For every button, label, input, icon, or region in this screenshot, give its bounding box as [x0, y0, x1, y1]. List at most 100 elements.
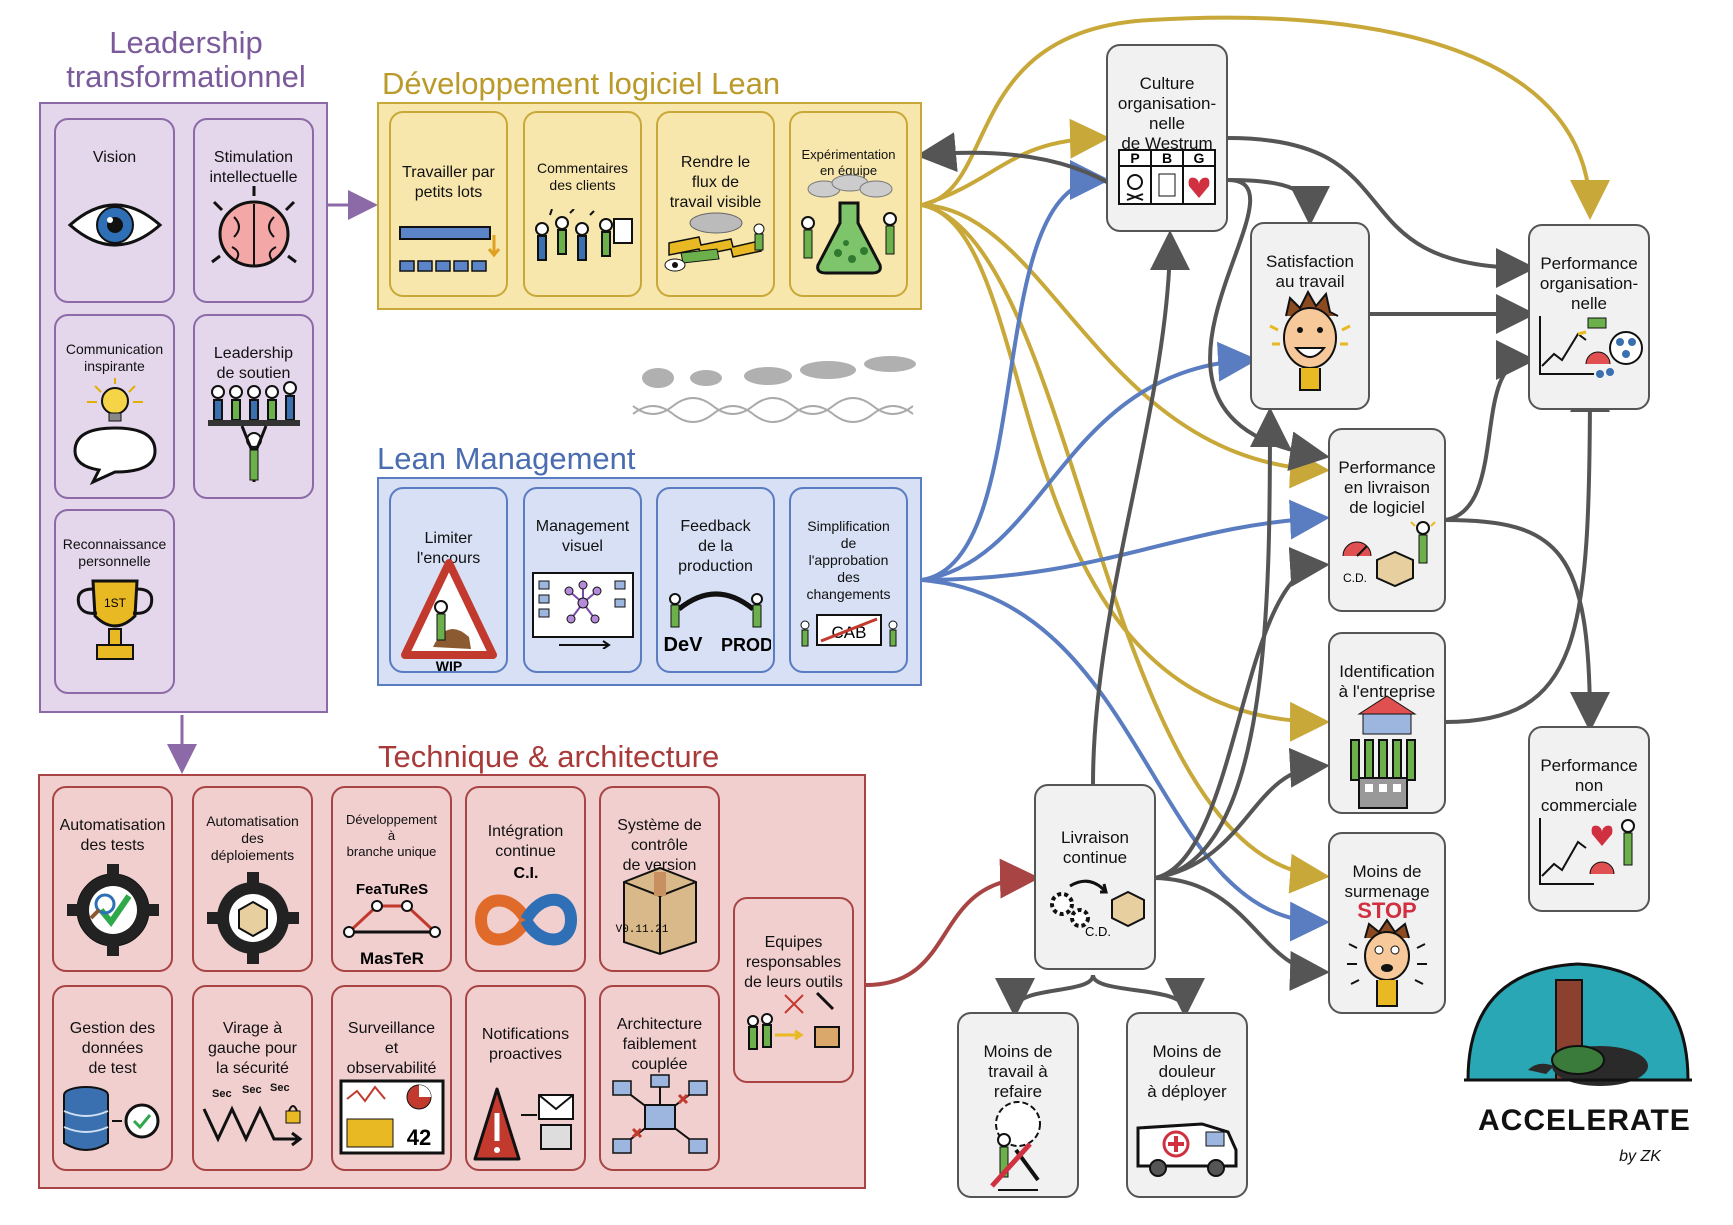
card-auto-deploiements-label: Automatisation des déploiements: [206, 813, 299, 863]
node-identification[interactable]: Identification à l'entreprise: [1328, 632, 1446, 814]
card-petits-lots-label: Travailler par petits lots: [402, 164, 495, 201]
team-tools-icon: [746, 991, 840, 1050]
brain-icon: [210, 186, 297, 268]
cd-text-1: C.D.: [1343, 571, 1367, 585]
node-livraison-continue[interactable]: Livraison continue C.D.: [1034, 784, 1156, 970]
node-perf-non-commerciale[interactable]: Performance non commerciale: [1528, 726, 1650, 912]
card-virage-securite-label: Virage à gauche pour la sécurité: [208, 1020, 297, 1077]
node-identification-label: Identification à l'entreprise: [1338, 662, 1436, 701]
card-management-visuel-label: Management visuel: [535, 518, 630, 555]
arrow-lc-to-culture: [1091, 230, 1190, 785]
node-culture-westrum-label: Culture organisation- nelle de Westrum: [1117, 74, 1217, 153]
card-auto-tests[interactable]: Automatisation des tests: [52, 786, 173, 972]
dev-prod-feedback-icon: DeV PROD: [663, 591, 771, 656]
arrow-culture-to-satisfaction: [1227, 178, 1330, 226]
trophy-icon: 1ST: [76, 579, 153, 660]
card-flux-visible[interactable]: Rendre le flux de travail visible: [656, 111, 775, 297]
card-reconnaissance-label: Reconnaissance personnelle: [62, 536, 167, 569]
card-petits-lots[interactable]: Travailler par petits lots: [389, 111, 508, 297]
pbg-table-icon: P B G: [1118, 149, 1216, 205]
card-virage-securite[interactable]: Virage à gauche pour la sécurité Sec Sec…: [192, 985, 313, 1171]
node-moins-surmenage-label: Moins de surmenage: [1344, 862, 1430, 901]
card-architecture[interactable]: Architecture faiblement couplée: [599, 985, 720, 1171]
trophy-text: 1ST: [103, 596, 126, 610]
team-support-icon: [207, 381, 300, 482]
sec-text-1: Sec: [212, 1088, 232, 1100]
card-notifications[interactable]: Notifications proactives: [465, 985, 586, 1171]
card-feedback-production-label: Feedback de la production: [678, 518, 753, 575]
card-gestion-donnees[interactable]: Gestion des données de test: [52, 985, 173, 1171]
small-batches-icon: [398, 226, 500, 272]
accelerate-logo: [1464, 962, 1692, 1086]
card-commentaires[interactable]: Commentaires des clients: [523, 111, 642, 297]
arrow-livraison-to-perf-non-com: [1444, 518, 1610, 732]
card-stimulation[interactable]: Stimulation intellectuelle: [193, 118, 314, 303]
card-equipes-outils[interactable]: Equipes responsables de leurs outils: [733, 897, 854, 1083]
card-integration-continue[interactable]: Intégration continue C.I.: [465, 786, 586, 972]
card-simplification-label: Simplification de l'approbation des chan…: [806, 518, 891, 602]
node-moins-douleur[interactable]: Moins de douleur à déployer: [1126, 1012, 1248, 1198]
pbg-g: G: [1194, 150, 1205, 166]
arrow-tech-to-livraison-continue: [865, 858, 1040, 987]
card-branche-unique-label: Développement à branche unique: [345, 812, 438, 859]
node-satisfaction[interactable]: Satisfaction au travail: [1250, 222, 1370, 410]
arrow-livraison-to-perf-org: [1444, 340, 1536, 522]
card-vision[interactable]: Vision: [54, 118, 175, 303]
card-auto-tests-label: Automatisation des tests: [59, 817, 166, 854]
card-communication-label: Communication inspirante: [65, 341, 164, 374]
arrow-lean-to-culture: [921, 118, 1110, 207]
card-stimulation-label: Stimulation intellectuelle: [209, 149, 298, 186]
card-limiter-encours[interactable]: Limiter l'encours WIP: [389, 487, 508, 673]
card-experimentation-label: Expérimentation en équipe: [801, 147, 896, 178]
arrow-lean-to-livraison: [921, 203, 1330, 489]
nonprofit-chart-icon: [1539, 818, 1635, 885]
node-satisfaction-label: Satisfaction au travail: [1266, 252, 1354, 291]
customer-feedback-icon: [534, 209, 633, 261]
dashboard-icon: 42: [339, 1079, 444, 1155]
happy-face-icon: [1269, 289, 1351, 391]
card-commentaires-label: Commentaires des clients: [536, 160, 629, 193]
node-culture-westrum[interactable]: Culture organisation- nelle de Westrum P…: [1106, 44, 1228, 232]
shift-left-security-icon: Sec Sec Sec: [202, 1083, 302, 1147]
card-vision-label: Vision: [92, 149, 137, 166]
database-check-icon: [62, 1086, 159, 1151]
building-team-icon: [1350, 695, 1417, 809]
card-surveillance[interactable]: Surveillance et observabilité 42: [331, 985, 452, 1171]
node-perf-livraison[interactable]: Performance en livraison de logiciel C.D…: [1328, 428, 1446, 612]
card-feedback-production[interactable]: Feedback de la production DeV PROD: [656, 487, 775, 673]
dev-text: DeV: [663, 634, 703, 656]
visible-flow-icon: [664, 212, 764, 272]
arrow-culture-to-livraison: [1208, 178, 1330, 472]
node-moins-surmenage[interactable]: Moins de surmenage STOP: [1328, 832, 1446, 1014]
node-moins-travail-label: Moins de travail à refaire: [983, 1042, 1053, 1101]
ci-loop-icon: C.I.: [474, 865, 577, 946]
card-experimentation[interactable]: Expérimentation en équipe: [789, 111, 908, 297]
arrow-lc-to-moins-travail: [995, 974, 1095, 1018]
node-perf-organisationnelle[interactable]: Performance organisation- nelle: [1528, 224, 1650, 410]
arrow-lean-to-identification: [921, 203, 1330, 742]
flask-icon: [800, 174, 897, 275]
sec-text-3: Sec: [270, 1083, 290, 1094]
card-leadership-soutien[interactable]: Leadership de soutien: [193, 314, 314, 499]
arrow-lc-to-surmenage: [1154, 876, 1330, 991]
node-moins-travail[interactable]: Moins de travail à refaire: [957, 1012, 1079, 1198]
card-simplification[interactable]: Simplification de l'approbation des chan…: [789, 487, 908, 673]
card-reconnaissance[interactable]: Reconnaissance personnelle 1ST: [54, 509, 175, 694]
card-auto-deploiements[interactable]: Automatisation des déploiements: [192, 786, 313, 972]
card-management-visuel[interactable]: Management visuel: [523, 487, 642, 673]
arrow-mgmt-to-culture: [921, 160, 1110, 582]
card-branche-unique[interactable]: Développement à branche unique FeaTuReS …: [331, 786, 452, 972]
stop-burnout-icon: STOP: [1347, 898, 1427, 1007]
card-controle-version[interactable]: Système de contrôle de version V0.11.21: [599, 786, 720, 972]
node-livraison-continue-label: Livraison continue: [1060, 828, 1130, 867]
arrow-culture-to-perf-org: [1227, 136, 1536, 288]
card-surveillance-label: Surveillance et observabilité: [346, 1020, 437, 1077]
cab-crossed-icon: CAB: [800, 614, 897, 647]
tech-group: [38, 774, 866, 1189]
eye-icon: [67, 203, 162, 247]
arrow-identification-to-perf-org: [1444, 372, 1610, 724]
card-communication[interactable]: Communication inspirante: [54, 314, 175, 499]
growth-chart-icon: [1539, 316, 1643, 378]
prod-text: PROD: [720, 635, 770, 655]
